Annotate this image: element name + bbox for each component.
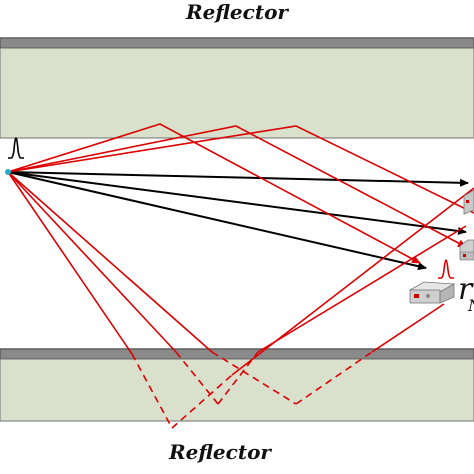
bottom-reflection-3-dashed-up [295,351,373,405]
bottom-reflection-2-down [7,171,177,353]
direct-path-3 [7,171,427,271]
top-reflection-2 [7,125,467,248]
receiver-device-icon-3 [408,281,456,304]
bottom-reflector-label: Reflector [169,440,271,464]
top-reflection-3 [7,125,474,214]
top-reflected-paths [7,123,474,264]
source-pulse-icon [8,137,24,159]
source-node-icon [5,169,11,175]
bottom-reflection-1-down [7,171,133,355]
top-reflector [0,37,474,139]
direct-path-2 [7,171,467,235]
top-reflection-1 [7,123,421,264]
bottom-reflection-3-down [7,171,213,353]
receiver-device-icon-1 [463,189,474,215]
bottom-reflection-3-up [371,303,445,353]
bottom-reflection-1-dashed-down [131,353,173,429]
bottom-reflection-1-dashed-up [171,374,233,429]
bottom-reflector [0,348,474,422]
direct-path-1 [7,171,469,187]
pulse-icon [438,259,454,279]
bottom-reflection-2-up [257,225,467,353]
receiver-label: r [458,272,473,307]
direct-paths [7,171,469,271]
bottom-reflection-1-up [231,187,474,376]
receiver-device-icon-2 [459,239,474,261]
bottom-reflection-2-dashed-up [217,351,259,405]
top-reflector-label: Reflector [186,0,288,24]
bottom-reflection-3-dashed-down [211,351,297,405]
bottom-reflected-paths [7,171,474,429]
receiver-label-subscript: N [468,296,474,315]
